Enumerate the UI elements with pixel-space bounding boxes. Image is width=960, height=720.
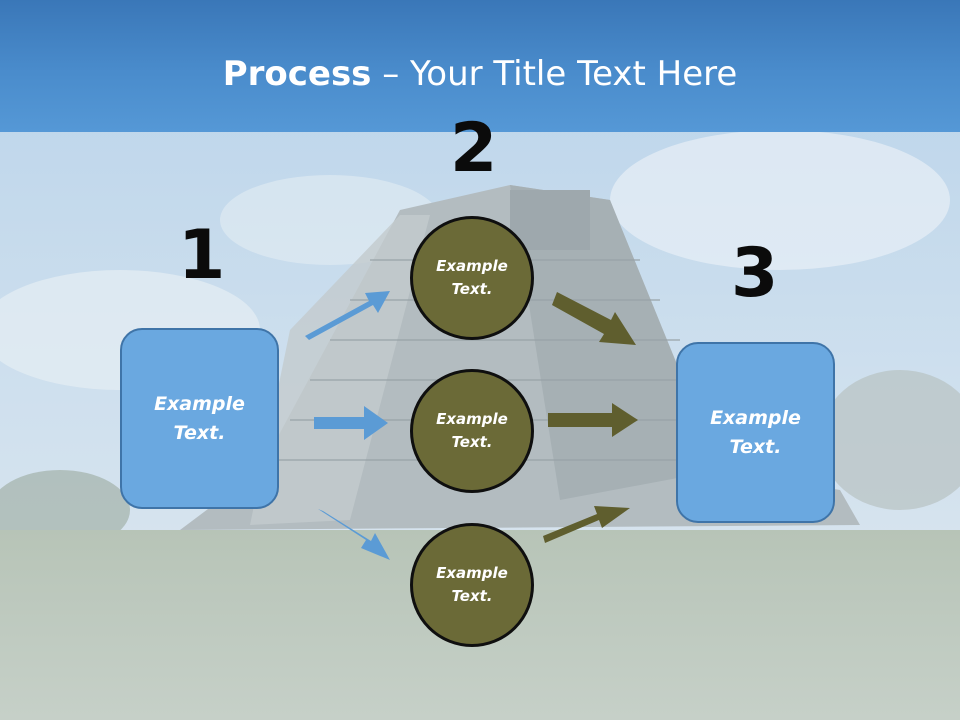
olive-arrow-down	[552, 292, 636, 345]
step-2-circle-2: Example Text.	[410, 369, 534, 493]
title-band	[0, 0, 960, 132]
title-bold: Process	[222, 54, 372, 94]
slide-title: Process – Your Title Text Here	[0, 52, 960, 96]
step-2-circle-1: Example Text.	[410, 216, 534, 340]
olive-arrow-up	[543, 506, 630, 543]
step-3-text: Example Text.	[710, 406, 801, 458]
step-number-1: 1	[178, 216, 226, 295]
step-2-circle-2-text: Example Text.	[436, 410, 508, 451]
step-1-box: Example Text.	[120, 328, 279, 509]
step-3-box: Example Text.	[676, 342, 835, 523]
olive-arrow-right	[548, 403, 638, 437]
blue-arrow-right	[314, 406, 388, 440]
step-2-circle-3: Example Text.	[410, 523, 534, 647]
step-number-2: 2	[450, 109, 498, 188]
blue-arrow-down	[318, 509, 390, 560]
step-2-circle-1-text: Example Text.	[436, 257, 508, 298]
blue-arrow-up	[305, 291, 390, 340]
step-number-3: 3	[731, 234, 779, 313]
title-rest: – Your Title Text Here	[371, 54, 738, 94]
step-1-text: Example Text.	[154, 392, 245, 444]
step-2-circle-3-text: Example Text.	[436, 564, 508, 605]
